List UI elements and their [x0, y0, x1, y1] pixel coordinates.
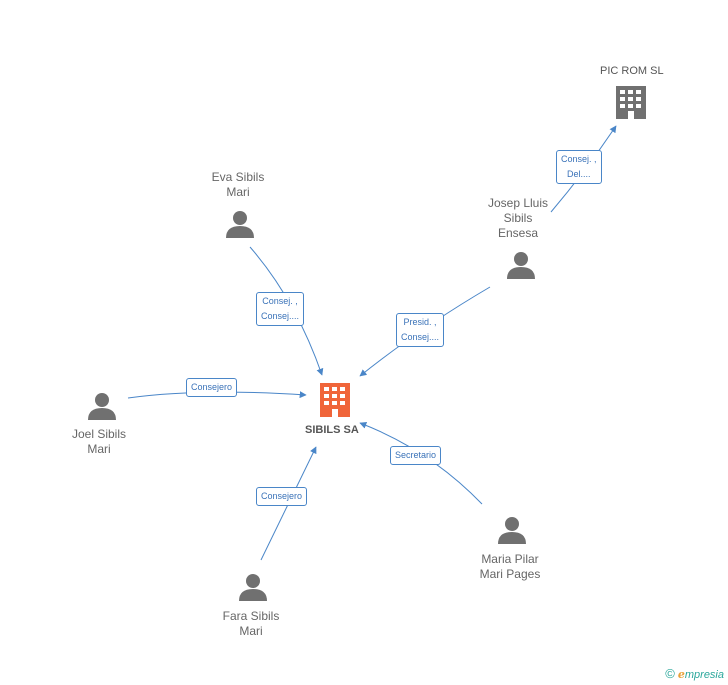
role-box-eva-main[interactable]: Consej. , Consej....	[256, 292, 305, 326]
role-box-josep-main[interactable]: Presid. , Consej....	[396, 313, 445, 347]
person-label-fara[interactable]: Fara Sibils Mari	[191, 609, 311, 639]
empresia-logo: ©empresia	[665, 666, 724, 681]
person-icon[interactable]	[88, 393, 116, 420]
role-box-fara-main[interactable]: Consejero	[256, 487, 308, 506]
brand-initial: e	[677, 668, 685, 681]
copyright-symbol: ©	[665, 666, 675, 681]
person-icon[interactable]	[498, 517, 526, 544]
person-icon[interactable]	[507, 252, 535, 279]
person-icon[interactable]	[226, 211, 254, 238]
company-label-pic-rom[interactable]: PIC ROM SL	[600, 65, 664, 77]
role-line: Presid. ,	[403, 317, 437, 327]
person-name-line: Mari	[87, 442, 111, 456]
person-icon[interactable]	[239, 574, 267, 601]
role-line: Secretario	[395, 450, 437, 460]
person-name-line: Ensesa	[497, 226, 539, 240]
building-icon[interactable]	[616, 86, 646, 119]
company-label-sibils[interactable]: SIBILS SA	[305, 424, 359, 436]
person-name-line: Josep Lluis	[487, 196, 549, 210]
role-box-josep-pic[interactable]: Consej. , Del....	[556, 150, 602, 184]
role-line: Consej....	[261, 311, 300, 321]
role-line: Consejero	[191, 382, 233, 392]
brand-name: mpresia	[684, 669, 724, 681]
person-label-eva[interactable]: Eva Sibils Mari	[178, 170, 298, 200]
person-name-line: Maria Pilar	[481, 552, 539, 566]
person-name-line: Sibils	[503, 211, 533, 225]
role-line: Consej. ,	[262, 296, 298, 306]
person-name-line: Eva Sibils	[211, 170, 265, 184]
person-label-josep[interactable]: Josep Lluis Sibils Ensesa	[458, 196, 578, 241]
person-label-joel[interactable]: Joel Sibils Mari	[39, 427, 159, 457]
person-name-line: Mari	[239, 624, 263, 638]
person-name-line: Fara Sibils	[222, 609, 280, 623]
person-name-line: Mari Pages	[479, 567, 541, 581]
person-name-line: Mari	[226, 185, 250, 199]
role-line: Consej....	[401, 332, 440, 342]
role-box-joel-main[interactable]: Consejero	[186, 378, 238, 397]
role-line: Consej. ,	[561, 154, 597, 164]
role-line: Consejero	[261, 491, 303, 501]
person-name-line: Joel Sibils	[71, 427, 127, 441]
role-line: Del....	[567, 169, 591, 179]
role-box-maria-main[interactable]: Secretario	[390, 446, 442, 465]
person-label-maria[interactable]: Maria Pilar Mari Pages	[450, 552, 570, 582]
building-icon[interactable]	[320, 383, 350, 417]
